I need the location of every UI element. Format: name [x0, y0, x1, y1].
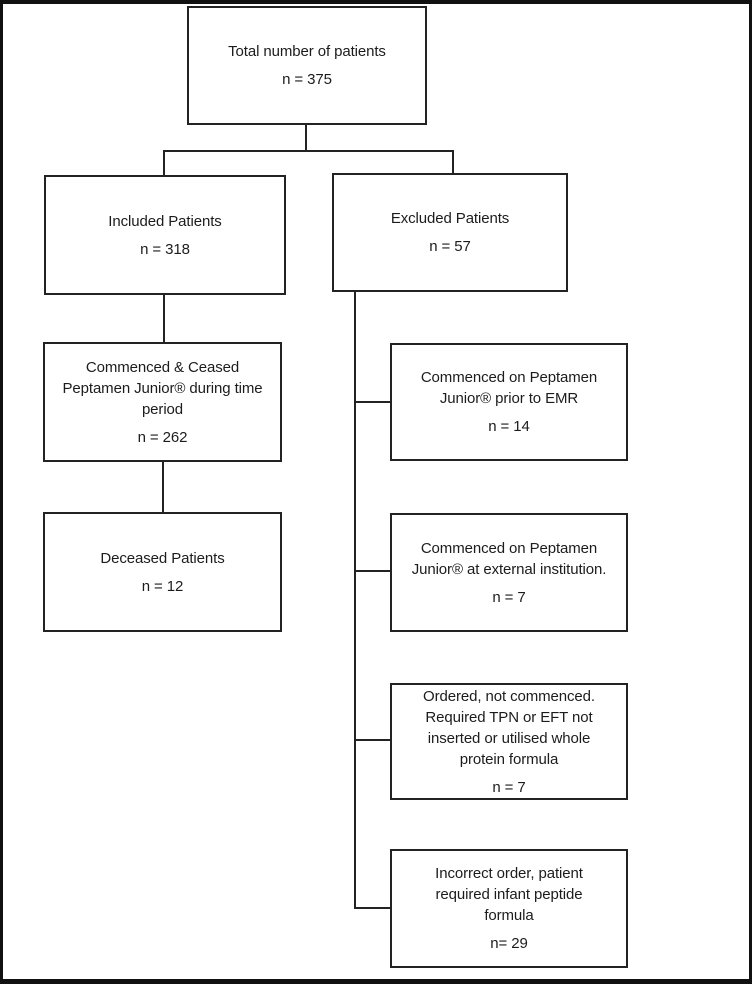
box-label: Commenced on Peptamen Junior® at externa…: [411, 539, 607, 578]
box-label: Deceased Patients: [100, 549, 225, 567]
box-label: Included Patients: [108, 212, 222, 230]
box-label: Commenced & Ceased Peptamen Junior® duri…: [62, 358, 263, 418]
box-label: Total number of patients: [228, 43, 386, 60]
box-label: Ordered, not commenced. Required TPN or …: [423, 687, 595, 768]
box-count: n = 318: [140, 240, 190, 258]
box-total-patients: Total number of patients n = 375: [187, 6, 427, 125]
connector-excluded-drop: [452, 150, 454, 174]
connector-branch-ordered: [354, 739, 391, 741]
box-count: n = 14: [488, 418, 530, 435]
box-label: Incorrect order, patient required infant…: [435, 865, 583, 924]
box-commenced-ceased: Commenced & Ceased Peptamen Junior® duri…: [43, 342, 282, 462]
connector-top-drop: [305, 124, 307, 152]
box-count: n = 7: [492, 588, 526, 606]
box-label: Excluded Patients: [390, 210, 510, 227]
connector-included-drop: [163, 150, 165, 176]
box-count: n = 12: [141, 577, 184, 595]
connector-branch-external: [354, 570, 391, 572]
box-count: n = 7: [492, 778, 526, 796]
box-excl-ordered-not-commenced: Ordered, not commenced. Required TPN or …: [390, 683, 628, 800]
box-included-patients: Included Patients n = 318: [44, 175, 286, 295]
connector-included-to-commenced: [163, 295, 165, 343]
box-excl-incorrect-order: Incorrect order, patient required infant…: [390, 849, 628, 968]
connector-split-horizontal: [163, 150, 454, 152]
box-label: Commenced on Peptamen Junior® prior to E…: [420, 369, 598, 407]
box-count: n= 29: [490, 935, 528, 952]
connector-excluded-trunk: [354, 291, 356, 909]
box-count: n = 375: [282, 71, 332, 88]
box-deceased-patients: Deceased Patients n = 12: [43, 512, 282, 632]
box-excl-prior-emr: Commenced on Peptamen Junior® prior to E…: [390, 343, 628, 461]
box-count: n = 262: [137, 428, 188, 446]
connector-commenced-to-deceased: [162, 461, 164, 513]
box-count: n = 57: [429, 238, 471, 255]
box-excl-external-institution: Commenced on Peptamen Junior® at externa…: [390, 513, 628, 632]
connector-branch-incorrect: [354, 907, 391, 909]
connector-branch-prior-emr: [354, 401, 391, 403]
box-excluded-patients: Excluded Patients n = 57: [332, 173, 568, 292]
